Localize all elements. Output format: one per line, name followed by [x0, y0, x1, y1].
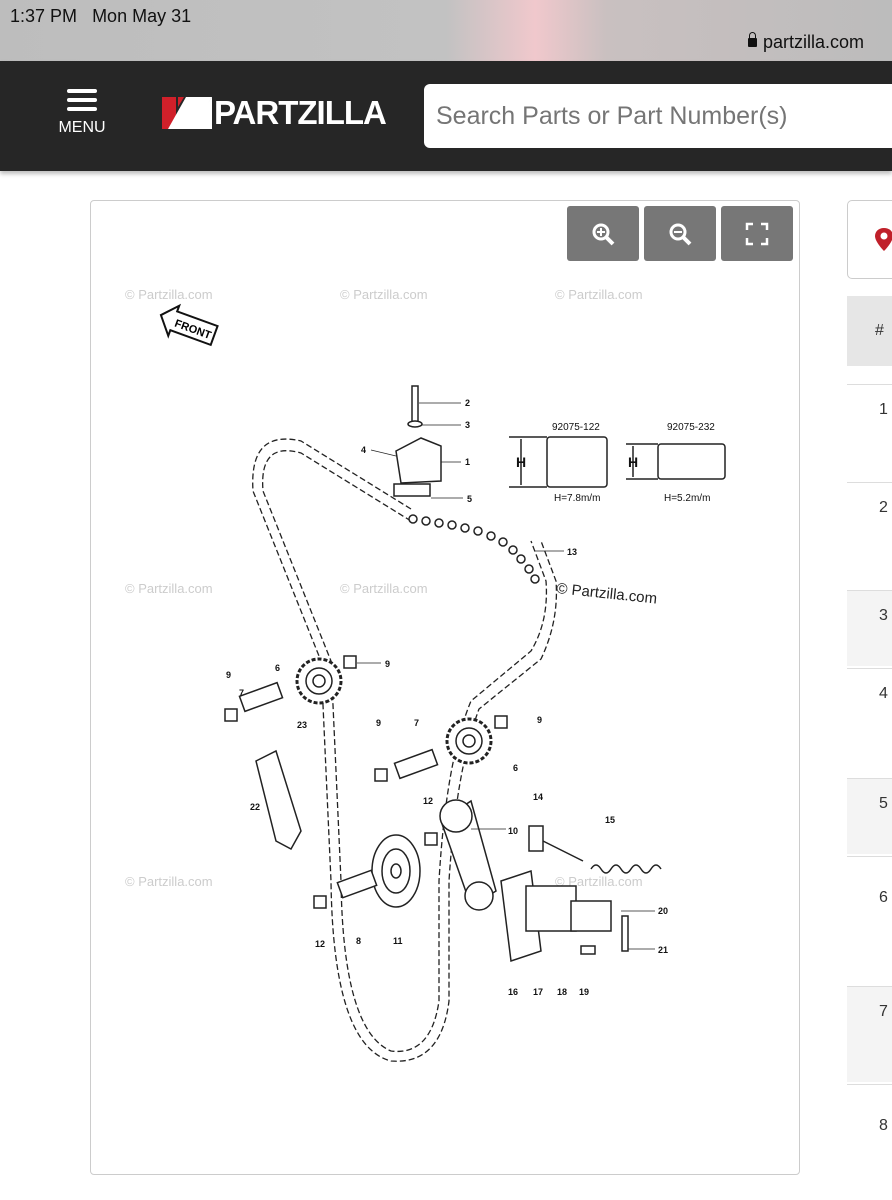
- fullscreen-icon: [745, 222, 769, 245]
- search-input[interactable]: [424, 84, 892, 148]
- status-bar: 1:37 PM Mon May 31 partzilla.com: [0, 0, 892, 61]
- table-row[interactable]: 1: [847, 384, 892, 481]
- callout: 12: [423, 796, 433, 806]
- table-row[interactable]: 5: [847, 778, 892, 854]
- watermark: © Partzilla.com: [125, 581, 213, 596]
- table-row[interactable]: 2: [847, 482, 892, 572]
- status-time: 1:37 PM Mon May 31: [10, 6, 192, 26]
- sprockets: [224, 655, 662, 963]
- zoom-in-icon: [592, 223, 615, 245]
- svg-text:H: H: [516, 454, 526, 470]
- hamburger-icon: [54, 89, 110, 111]
- callout: 13: [567, 547, 577, 557]
- chain-guide-links: [408, 514, 540, 584]
- front-arrow-icon: FRONT: [159, 303, 219, 347]
- callout: 15: [605, 815, 615, 825]
- url-label[interactable]: partzilla.com: [747, 32, 864, 53]
- watermark: © Partzilla.com: [340, 581, 428, 596]
- shim-spec: [509, 436, 726, 488]
- callout: 5: [467, 494, 472, 504]
- cam-chain: [252, 438, 558, 1062]
- callout: 8: [356, 936, 361, 946]
- watermark-main: © Partzilla.com: [556, 580, 658, 607]
- table-row[interactable]: 3: [847, 590, 892, 666]
- callouts: 2 3 1 4 5 13 9 6 9 7 23 9 7 9 6 22 12 14…: [226, 398, 668, 997]
- svg-text:92075-122: 92075-122: [552, 422, 600, 433]
- logo-mark-icon: [162, 97, 212, 129]
- svg-text:H=5.2m/m: H=5.2m/m: [664, 493, 710, 504]
- callout: 9: [537, 715, 542, 725]
- table-row[interactable]: 6: [847, 856, 892, 968]
- parts-table-header: #: [847, 296, 892, 366]
- callout: 3: [465, 420, 470, 430]
- callout: 7: [239, 688, 244, 698]
- svg-text:H: H: [628, 454, 638, 470]
- diagram-viewer[interactable]: © Partzilla.com © Partzilla.com © Partzi…: [90, 200, 800, 1175]
- callout: 22: [250, 802, 260, 812]
- map-pin-icon: [875, 228, 892, 251]
- table-row[interactable]: 4: [847, 668, 892, 760]
- zoom-out-button[interactable]: [644, 206, 716, 261]
- leader-lines: [357, 402, 655, 950]
- fullscreen-button[interactable]: [721, 206, 793, 261]
- viewer-toolbar: [567, 206, 793, 261]
- callout: 6: [513, 763, 518, 773]
- parts-diagram[interactable]: © Partzilla.com © Partzilla.com © Partzi…: [91, 201, 800, 1175]
- callout: 7: [414, 718, 419, 728]
- lock-icon: [747, 32, 757, 47]
- site-header: MENU PARTZILLA: [0, 61, 892, 171]
- callout: 17: [533, 987, 543, 997]
- menu-button[interactable]: MENU: [54, 89, 110, 137]
- location-card[interactable]: [847, 200, 892, 279]
- watermark: © Partzilla.com: [125, 287, 213, 302]
- spec-labels: 92075-122 92075-232 H=7.8m/m H=5.2m/m H …: [516, 422, 715, 504]
- svg-text:H=7.8m/m: H=7.8m/m: [554, 493, 600, 504]
- watermark: © Partzilla.com: [125, 874, 213, 889]
- callout: 14: [533, 792, 543, 802]
- svg-text:92075-232: 92075-232: [667, 422, 715, 433]
- callout: 9: [376, 718, 381, 728]
- callout: 11: [393, 936, 403, 946]
- callout: 10: [508, 826, 518, 836]
- callout: 6: [275, 663, 280, 673]
- watermarks: © Partzilla.com © Partzilla.com © Partzi…: [125, 287, 643, 889]
- table-row[interactable]: 8: [847, 1084, 892, 1176]
- watermark: © Partzilla.com: [340, 287, 428, 302]
- callout: 16: [508, 987, 518, 997]
- callout: 1: [465, 457, 470, 467]
- table-row[interactable]: 7: [847, 986, 892, 1082]
- watermark: © Partzilla.com: [555, 874, 643, 889]
- callout: 23: [297, 720, 307, 730]
- callout: 20: [658, 906, 668, 916]
- chain-guide-part: [393, 385, 442, 497]
- callout: 9: [226, 670, 231, 680]
- zoom-out-icon: [669, 223, 692, 245]
- zoom-in-button[interactable]: [567, 206, 639, 261]
- callout: 12: [315, 939, 325, 949]
- callout: 19: [579, 987, 589, 997]
- callout: 18: [557, 987, 567, 997]
- callout: 9: [385, 659, 390, 669]
- watermark: © Partzilla.com: [555, 287, 643, 302]
- callout: 2: [465, 398, 470, 408]
- callout: 21: [658, 945, 668, 955]
- menu-label: MENU: [58, 119, 106, 136]
- callout: 4: [361, 445, 366, 455]
- partzilla-logo[interactable]: PARTZILLA: [162, 94, 387, 131]
